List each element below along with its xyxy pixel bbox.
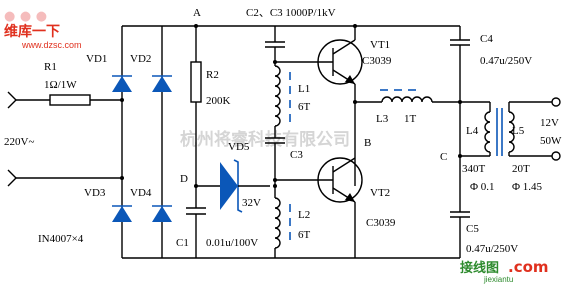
l1-value: 6T xyxy=(298,101,311,113)
l4-turns: 340T xyxy=(462,163,486,175)
r1-label: R1 xyxy=(44,61,57,73)
node-c-label: C xyxy=(440,151,447,163)
l5-wire: Φ 1.45 xyxy=(512,181,543,193)
resistor-r1-body xyxy=(49,94,91,106)
l4-label: L4 xyxy=(466,125,479,137)
c5-label: C5 xyxy=(466,223,479,235)
watermark-logo: ● ● ● 维库一下 www.dzsc.com xyxy=(4,9,82,50)
c2c3-title: C2、C3 1000P/1kV xyxy=(246,7,336,19)
vd1-label: VD1 xyxy=(86,53,107,65)
mains-terminal-bottom xyxy=(7,169,17,187)
r1-value: 1Ω/1W xyxy=(44,79,77,91)
diode-vd1 xyxy=(112,76,132,92)
l4-wire: Φ 0.1 xyxy=(470,181,495,193)
capacitor-c4: C4 0.47u/250V xyxy=(450,33,532,212)
node-a-label: A xyxy=(193,7,201,19)
l5-label: L5 xyxy=(512,125,525,137)
bridge-rectifier: VD1 VD2 VD3 VD4 IN4007×4 xyxy=(38,25,330,259)
c1-label: C1 xyxy=(176,237,189,249)
watermark-br-url: jiexiantu xyxy=(483,275,513,284)
l2-label: L2 xyxy=(298,209,310,221)
mains-terminal-top xyxy=(7,91,17,109)
c1-value: 0.01u/100V xyxy=(206,237,258,249)
vt1-label: VT1 xyxy=(370,39,390,51)
mains-input: 220V~ xyxy=(4,91,122,187)
mains-label: 220V~ xyxy=(4,136,34,148)
vt1-type: C3039 xyxy=(362,55,392,67)
output-terminal-bottom xyxy=(551,151,561,161)
transformer-secondary-coil xyxy=(508,111,515,153)
watermark-logo-url: www.dzsc.com xyxy=(21,40,82,50)
output-terminal-top xyxy=(551,97,561,107)
output-voltage: 12V xyxy=(540,117,559,129)
l1-label: L1 xyxy=(298,83,310,95)
vd2-label: VD2 xyxy=(130,53,151,65)
diode-vd3 xyxy=(112,206,132,222)
diode-vd2 xyxy=(152,76,172,92)
watermark-logo-ghost: ● ● ● xyxy=(4,9,47,24)
inductor-l3-coil xyxy=(381,96,433,103)
vd5-value: 32V xyxy=(242,197,261,209)
capacitor-c3: C3 xyxy=(265,137,303,186)
r2-value: 200K xyxy=(206,95,231,107)
node-d-label: D xyxy=(180,173,188,185)
l3-value: 1T xyxy=(404,113,417,125)
transistor-vt1: VT1 C3039 xyxy=(275,26,392,186)
watermark-bottom-right: 接线图 .com jiexiantu xyxy=(460,258,549,284)
c3-label: C3 xyxy=(290,149,303,161)
transformer-l4-l5: L4 L5 340T Φ 0.1 20T Φ 1.45 xyxy=(460,101,552,193)
watermark-br-text: 接线图 xyxy=(460,260,499,276)
l2-value: 6T xyxy=(298,229,311,241)
r2-label: R2 xyxy=(206,69,219,81)
zener-vd5: VD5 32V xyxy=(196,141,270,213)
vd3-label: VD3 xyxy=(84,187,106,199)
inductor-l2: L2 6T xyxy=(274,197,311,249)
vd5-label: VD5 xyxy=(228,141,250,153)
output-terminals: 12V 50W xyxy=(540,97,562,161)
vd-type-label: IN4007×4 xyxy=(38,233,84,245)
inductor-l1-coil xyxy=(274,65,281,127)
output-power: 50W xyxy=(540,135,562,147)
transformer-primary-coil xyxy=(484,111,491,153)
watermark-center: 杭州将睿科技有限公司 xyxy=(180,129,350,150)
resistor-r2: R2 200K xyxy=(190,61,231,107)
c4-value: 0.47u/250V xyxy=(480,55,532,67)
watermark-br-suffix: .com xyxy=(508,258,549,276)
node-b-label: B xyxy=(364,137,371,149)
l5-turns: 20T xyxy=(512,163,530,175)
zener-vd5-body xyxy=(220,162,238,210)
resistor-r2-body xyxy=(190,61,202,103)
inductor-l2-coil xyxy=(274,197,281,249)
vt2-label: VT2 xyxy=(370,187,390,199)
vd4-label: VD4 xyxy=(130,187,152,199)
transistor-vt2: VT2 C3039 xyxy=(275,157,396,258)
capacitor-c2 xyxy=(265,26,285,66)
inductor-l1: L1 6T xyxy=(274,65,311,127)
resistor-r1: R1 1Ω/1W xyxy=(44,61,122,106)
c4-label: C4 xyxy=(480,33,493,45)
diode-vd4 xyxy=(152,206,172,222)
l3-label: L3 xyxy=(376,113,389,125)
watermark-logo-text: 维库一下 xyxy=(4,23,60,40)
inductor-l3: L3 1T xyxy=(355,89,460,125)
capacitor-c1: C1 0.01u/100V xyxy=(176,207,258,258)
c5-value: 0.47u/250V xyxy=(466,243,518,255)
capacitor-c5: C5 0.47u/250V xyxy=(450,211,518,258)
vt2-type: C3039 xyxy=(366,217,396,229)
